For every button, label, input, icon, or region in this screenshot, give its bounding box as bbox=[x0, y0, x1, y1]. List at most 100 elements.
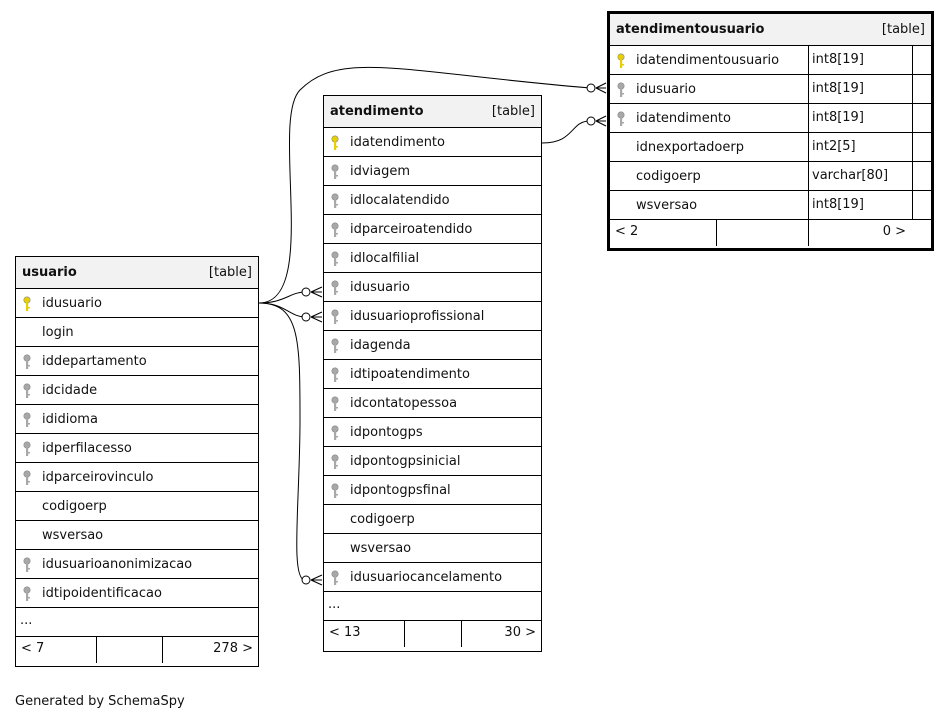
column-name: idatendimentousuario bbox=[636, 53, 780, 68]
foreign-key-icon bbox=[330, 251, 342, 267]
table-header: atendimentousuario [table] bbox=[610, 14, 931, 46]
column-name: idviagem bbox=[350, 164, 411, 179]
primary-key-icon bbox=[330, 135, 342, 151]
foreign-key-icon bbox=[22, 412, 34, 428]
optional-marker bbox=[301, 575, 311, 585]
column-name: idlocalatendido bbox=[350, 193, 450, 208]
table-type: [table] bbox=[491, 104, 535, 119]
foreign-key-icon bbox=[330, 367, 342, 383]
column-extra bbox=[912, 191, 933, 219]
foreign-key-icon bbox=[22, 470, 34, 486]
primary-key-icon bbox=[616, 53, 628, 69]
column-type: int2[5] bbox=[808, 133, 912, 161]
column-row[interactable]: idtipoidentificacao bbox=[16, 579, 258, 608]
column-extra bbox=[912, 133, 933, 161]
column-row[interactable]: login bbox=[16, 318, 258, 347]
column-type: varchar[80] bbox=[808, 162, 912, 190]
column-row[interactable]: idatendimento int8[19] bbox=[610, 104, 931, 133]
edge-atendimento-atendimentousuario bbox=[541, 120, 591, 144]
column-name: idcontatopessoa bbox=[350, 396, 458, 411]
column-row[interactable]: iddepartamento bbox=[16, 347, 258, 376]
column-row[interactable]: wsversao bbox=[16, 521, 258, 550]
column-name: ididioma bbox=[42, 412, 98, 427]
column-name: idcidade bbox=[42, 383, 98, 398]
column-row[interactable]: idcidade bbox=[16, 376, 258, 405]
column-name: codigoerp bbox=[42, 499, 107, 514]
column-row[interactable]: ididioma bbox=[16, 405, 258, 434]
column-row[interactable]: idlocalfilial bbox=[324, 244, 541, 273]
column-name: idusuarioprofissional bbox=[350, 309, 485, 324]
column-row[interactable]: idviagem bbox=[324, 157, 541, 186]
column-row[interactable]: codigoerp bbox=[16, 492, 258, 521]
column-name: idtipoatendimento bbox=[350, 367, 470, 382]
footer-children-count: < 13 bbox=[329, 625, 361, 640]
foreign-key-icon bbox=[330, 193, 342, 209]
column-row[interactable]: idpontogpsfinal bbox=[324, 476, 541, 505]
column-row[interactable]: idperfilacesso bbox=[16, 434, 258, 463]
column-name: idusuarioanonimizacao bbox=[42, 557, 193, 572]
column-row[interactable]: wsversao bbox=[324, 534, 541, 563]
footer-parents-count: 30 > bbox=[461, 621, 541, 647]
column-row[interactable]: idcontatopessoa bbox=[324, 389, 541, 418]
column-extra bbox=[912, 75, 933, 103]
column-name: idusuario bbox=[42, 296, 102, 311]
column-name: wsversao bbox=[350, 541, 412, 556]
column-row[interactable]: codigoerp bbox=[324, 505, 541, 534]
crowfoot-at-idusuarioprofissional bbox=[310, 311, 323, 323]
column-name: idperfilacesso bbox=[42, 441, 132, 456]
more-columns-ellipsis: ... bbox=[20, 613, 33, 628]
column-row[interactable]: idagenda bbox=[324, 331, 541, 360]
edge-usuario-atendimento-idusuariocancelamento bbox=[258, 302, 306, 581]
footer-middle bbox=[716, 220, 808, 246]
optional-marker bbox=[586, 83, 596, 93]
foreign-key-icon bbox=[330, 454, 342, 470]
column-row[interactable]: idlocalatendido bbox=[324, 186, 541, 215]
column-row[interactable]: idparceiroatendido bbox=[324, 215, 541, 244]
column-type: int8[19] bbox=[808, 104, 912, 132]
column-row[interactable]: idatendimento bbox=[324, 128, 541, 157]
more-columns-row[interactable]: ... bbox=[324, 592, 541, 621]
column-row[interactable]: idusuarioprofissional bbox=[324, 302, 541, 331]
foreign-key-icon bbox=[22, 557, 34, 573]
foreign-key-icon bbox=[330, 280, 342, 296]
optional-marker bbox=[301, 287, 311, 297]
column-name: login bbox=[42, 325, 74, 340]
column-name: wsversao bbox=[42, 528, 104, 543]
column-row[interactable]: idpontogpsinicial bbox=[324, 447, 541, 476]
column-name: idagenda bbox=[350, 338, 411, 353]
foreign-key-icon bbox=[330, 483, 342, 499]
edge-usuario-atendimentousuario bbox=[258, 66, 591, 304]
table-atendimentousuario[interactable]: atendimentousuario [table] idatendimento… bbox=[607, 11, 934, 251]
column-row[interactable]: idpontogps bbox=[324, 418, 541, 447]
foreign-key-icon bbox=[330, 425, 342, 441]
column-row[interactable]: idusuario bbox=[16, 289, 258, 318]
column-row[interactable]: idusuariocancelamento bbox=[324, 563, 541, 592]
foreign-key-icon bbox=[22, 354, 34, 370]
more-columns-row[interactable]: ... bbox=[16, 608, 258, 637]
crowfoot-at-idusuario bbox=[310, 286, 323, 298]
crowfoot-au-idatendimento bbox=[595, 115, 607, 127]
column-row[interactable]: idtipoatendimento bbox=[324, 360, 541, 389]
column-name: idatendimento bbox=[636, 111, 731, 126]
column-name: idatendimento bbox=[350, 135, 445, 150]
column-row[interactable]: idusuarioanonimizacao bbox=[16, 550, 258, 579]
footer-parents-count: 278 > bbox=[162, 637, 258, 663]
foreign-key-icon bbox=[22, 586, 34, 602]
column-name: wsversao bbox=[636, 198, 698, 213]
column-name: idpontogpsinicial bbox=[350, 454, 461, 469]
column-name: codigoerp bbox=[350, 512, 415, 527]
column-extra bbox=[912, 46, 933, 74]
more-columns-ellipsis: ... bbox=[328, 597, 341, 612]
column-row[interactable]: idusuario bbox=[324, 273, 541, 302]
footer-middle bbox=[404, 621, 461, 647]
column-row[interactable]: idparceirovinculo bbox=[16, 463, 258, 492]
table-footer: < 13 30 > bbox=[324, 621, 541, 647]
